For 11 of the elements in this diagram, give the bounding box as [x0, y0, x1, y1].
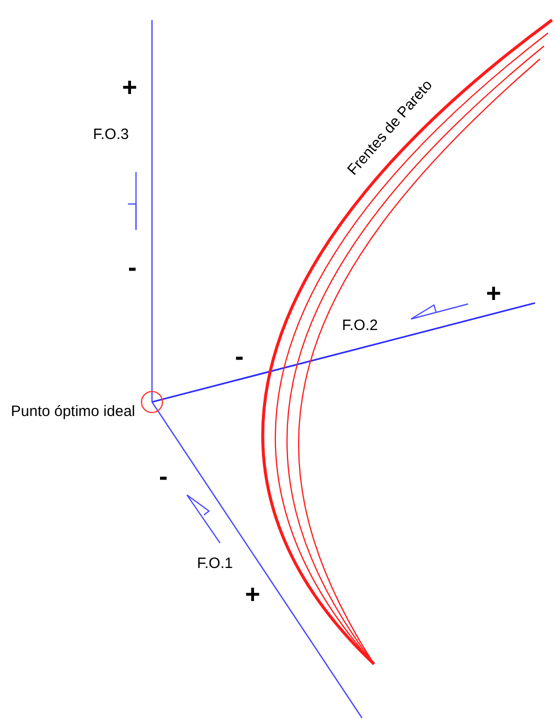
sign-label: +	[245, 581, 260, 607]
ideal-point-marker	[140, 390, 164, 414]
sign-label: -	[128, 254, 137, 280]
sign-label: -	[235, 343, 244, 369]
sign-label: +	[122, 74, 138, 100]
axis-label: F.O.2	[342, 318, 378, 333]
axis-label: F.O.3	[93, 127, 129, 142]
sign-label: -	[159, 463, 168, 489]
point-caption: Punto óptimo ideal	[10, 402, 136, 422]
axis-label: F.O.1	[197, 556, 233, 571]
sign-label: +	[486, 280, 502, 306]
